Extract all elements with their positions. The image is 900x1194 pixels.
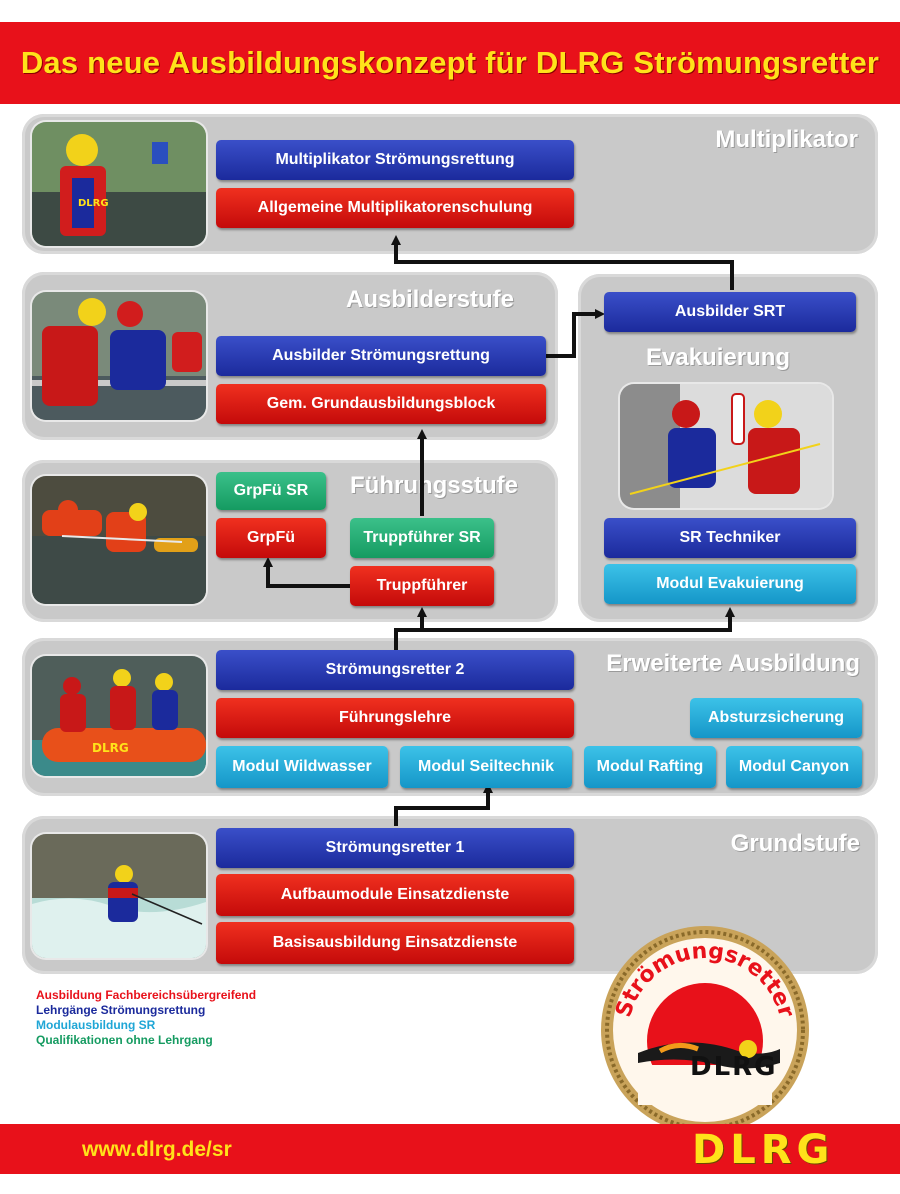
photo-evakuierung: [620, 384, 832, 508]
svg-text:DLRG: DLRG: [78, 198, 109, 209]
footer-url-link[interactable]: www.dlrg.de/sr: [82, 1138, 232, 1161]
photo-erweiterte: DLRG: [32, 656, 206, 776]
panel-title-erweiterte: Erweiterte Ausbildung: [606, 650, 860, 677]
footer-banner: [0, 1124, 900, 1174]
legend-item-fachbereichsuebergreifend: Ausbildung Fachbereichsübergreifend: [36, 988, 257, 1002]
box-multiplikator-stroemungsrettung: Multiplikator Strömungsrettung: [216, 140, 574, 180]
box-stroemungsretter-1: Strömungsretter 1: [216, 828, 574, 868]
box-fuehrungslehre: Führungslehre: [216, 698, 574, 738]
box-truppfuehrer: Truppführer: [350, 566, 494, 606]
panel-title-grundstufe: Grundstufe: [730, 830, 860, 857]
box-stroemungsretter-2: Strömungsretter 2: [216, 650, 574, 690]
badge-dlrg-word: DLRG: [690, 1052, 778, 1082]
box-allgemeine-multiplikatorenschulung: Allgemeine Multiplikatorenschulung: [216, 188, 574, 228]
box-ausbilder-stroemungsrettung: Ausbilder Strömungsrettung: [216, 336, 546, 376]
box-aufbaumodule: Aufbaumodule Einsatzdienste: [216, 874, 574, 916]
header-banner: Das neue Ausbildungskonzept für DLRG Str…: [0, 22, 900, 104]
box-modul-canyon: Modul Canyon: [726, 746, 862, 788]
page-title: Das neue Ausbildungskonzept für DLRG Str…: [20, 45, 880, 80]
box-grpfue: GrpFü: [216, 518, 326, 558]
stroemungsretter-badge: Strömungsretter: [598, 923, 812, 1137]
box-absturzsicherung: Absturzsicherung: [690, 698, 862, 738]
legend-item-lehrgaenge: Lehrgänge Strömungsrettung: [36, 1003, 206, 1017]
panel-title-multiplikator: Multiplikator: [715, 126, 858, 153]
box-truppfuehrer-sr: Truppführer SR: [350, 518, 494, 558]
legend-item-modulausbildung: Modulausbildung SR: [36, 1018, 156, 1032]
dlrg-logo: DLRG: [692, 1127, 835, 1173]
panel-title-fuehrungsstufe: Führungsstufe: [350, 472, 518, 499]
box-ausbilder-srt: Ausbilder SRT: [604, 292, 856, 332]
photo-grundstufe: [32, 834, 206, 958]
box-sr-techniker: SR Techniker: [604, 518, 856, 558]
box-modul-rafting: Modul Rafting: [584, 746, 716, 788]
legend-item-qualifikationen: Qualifikationen ohne Lehrgang: [36, 1033, 213, 1047]
photo-ausbilderstufe: [32, 292, 206, 420]
photo-fuehrungsstufe: [32, 476, 206, 604]
box-modul-seiltechnik: Modul Seiltechnik: [400, 746, 572, 788]
box-modul-wildwasser: Modul Wildwasser: [216, 746, 388, 788]
photo-multiplikator: DLRG: [32, 122, 206, 246]
svg-text:DLRG: DLRG: [92, 741, 129, 755]
box-basisausbildung: Basisausbildung Einsatzdienste: [216, 922, 574, 964]
panel-title-ausbilderstufe: Ausbilderstufe: [346, 286, 515, 313]
box-modul-evakuierung: Modul Evakuierung: [604, 564, 856, 604]
box-grpfue-sr: GrpFü SR: [216, 472, 326, 510]
panel-title-evakuierung: Evakuierung: [646, 344, 791, 371]
box-gem-grundausbildungsblock: Gem. Grundausbildungsblock: [216, 384, 546, 424]
